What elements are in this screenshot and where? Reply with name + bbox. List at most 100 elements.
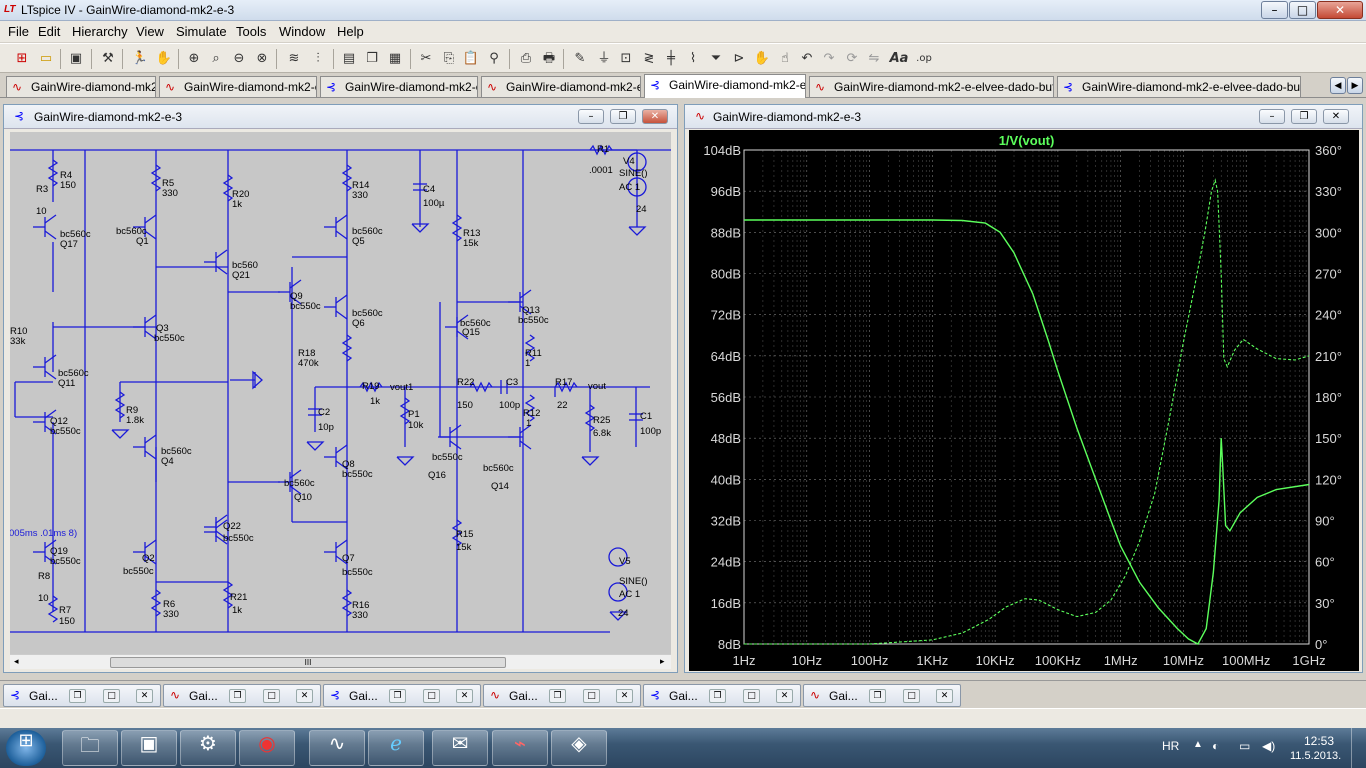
rotate-icon[interactable]: ⟳ (846, 51, 858, 66)
drag-hand-icon[interactable]: ☝ (781, 51, 789, 66)
open-folder-icon[interactable]: ▭ (39, 51, 53, 66)
minimized-window[interactable]: ∿Gai...❐□✕ (163, 684, 321, 707)
cascade-icon[interactable]: ❐ (366, 51, 378, 66)
save-icon[interactable]: ▣ (69, 51, 83, 66)
scroll-thumb[interactable]: III (110, 657, 506, 668)
clock-date[interactable]: 11.5.2013. (1290, 750, 1342, 762)
menu-tools[interactable]: Tools (236, 24, 267, 39)
halt-icon[interactable]: ✋ (155, 51, 173, 66)
volume-icon[interactable]: ◀) (1262, 739, 1276, 753)
tabs-scroll-left-button[interactable]: ◀ (1330, 77, 1346, 94)
mirror-icon[interactable]: ⇋ (868, 51, 880, 66)
inductor-icon[interactable]: ⌇ (689, 51, 697, 66)
red-swirl-icon[interactable]: ◉ (239, 730, 295, 766)
show-hidden-icons-icon[interactable]: ▲ (1193, 739, 1203, 750)
minimized-window[interactable]: ⊰Gai...❐□✕ (643, 684, 801, 707)
restore-icon[interactable]: ❐ (709, 689, 726, 703)
tab-schematic-gainwire-e-3[interactable]: ⊰GainWire-diamond-mk2-e-3 (644, 74, 806, 98)
capacitor-icon[interactable]: ╪ (667, 51, 675, 66)
undo-icon[interactable]: ↶ (801, 51, 813, 66)
plot-close-button[interactable]: ✕ (1323, 109, 1349, 124)
minimized-window[interactable]: ⊰Gai...❐□✕ (323, 684, 481, 707)
tab-plot-gainwire-e-3[interactable]: ∿GainWire-diamond-mk2-e-3 (481, 76, 641, 97)
zoom-out-icon[interactable]: ⊖ (233, 51, 245, 66)
maximize-icon[interactable]: □ (903, 689, 920, 703)
maximize-icon[interactable]: □ (743, 689, 760, 703)
print-preview-icon[interactable]: ⎙ (520, 51, 532, 66)
menu-view[interactable]: View (136, 24, 164, 39)
settings-tool-icon[interactable]: ⚙ (180, 730, 236, 766)
restore-icon[interactable]: ❐ (229, 689, 246, 703)
glass-window-icon[interactable]: ◈ (551, 730, 607, 766)
network-icon[interactable]: ◐ (1212, 739, 1220, 753)
maximize-icon[interactable]: □ (263, 689, 280, 703)
diode-icon[interactable]: ⏷ (710, 51, 722, 66)
tile-horizontal-icon[interactable]: ▤ (342, 51, 356, 66)
scroll-right-arrow-icon[interactable]: ▸ (660, 656, 665, 666)
ltspice-scope-icon[interactable]: ∿ (309, 730, 365, 766)
monitor-icon[interactable]: ▭ (1239, 739, 1251, 753)
zoom-fit-icon[interactable]: ⊗ (256, 51, 268, 66)
minimized-window[interactable]: ⊰Gai...❐□✕ (3, 684, 161, 707)
close-icon[interactable]: ✕ (296, 689, 313, 703)
print-icon[interactable]: 🖶 (542, 51, 556, 66)
restore-icon[interactable]: ❐ (389, 689, 406, 703)
tab-plot-elvee-dado-buffer-2[interactable]: ∿GainWire-diamond-mk2-e-elvee-dado-buffe… (809, 76, 1054, 97)
resistor-icon[interactable]: ≷ (643, 51, 655, 66)
tab-schematic-elvee-dado-buffer-2[interactable]: ⊰GainWire-diamond-mk2-e-elvee-dado-buffe… (1057, 76, 1301, 97)
menu-hierarchy[interactable]: Hierarchy (72, 24, 128, 39)
tabs-scroll-right-button[interactable]: ▶ (1347, 77, 1363, 94)
close-icon[interactable]: ✕ (776, 689, 793, 703)
mail-window-icon[interactable]: ✉ (432, 730, 488, 766)
find-icon[interactable]: ⚲ (489, 51, 499, 66)
language-indicator[interactable]: HR (1162, 739, 1180, 753)
label-net-icon[interactable]: ⊡ (620, 51, 632, 66)
internet-explorer-icon[interactable]: ℯ (368, 730, 424, 766)
plot-restore-button[interactable]: ❐ (1291, 109, 1317, 124)
scroll-left-arrow-icon[interactable]: ◂ (14, 656, 19, 666)
new-schematic-icon[interactable]: ⊞ (16, 51, 28, 66)
tile-icon[interactable]: ▦ (388, 51, 402, 66)
schematic-minimize-button[interactable]: – (578, 109, 604, 124)
minimized-window[interactable]: ∿Gai...❐□✕ (803, 684, 961, 707)
text-icon[interactable]: Aa (889, 51, 909, 66)
menu-simulate[interactable]: Simulate (176, 24, 227, 39)
cut-icon[interactable]: ✂ (420, 51, 432, 66)
tab-schematic-gainwire-e-2[interactable]: ⊰GainWire-diamond-mk2-e-2 (320, 76, 478, 97)
autorange-icon[interactable]: ≋ (288, 51, 300, 66)
show-desktop-button[interactable] (1351, 728, 1366, 768)
tab-plot-gainwire-e[interactable]: ∿GainWire-diamond-mk2-e (6, 76, 156, 97)
control-panel-icon[interactable]: ⚒ (102, 51, 114, 66)
menu-edit[interactable]: Edit (38, 24, 61, 39)
start-button[interactable]: ⊞ (6, 730, 46, 766)
window-minimize-button[interactable]: – (1261, 1, 1288, 19)
tab-plot-gainwire-e-2[interactable]: ∿GainWire-diamond-mk2-e-2 (159, 76, 317, 97)
copy-icon[interactable]: ⎘ (443, 51, 455, 66)
component-icon[interactable]: ⊳ (733, 51, 745, 66)
maximize-icon[interactable]: □ (423, 689, 440, 703)
close-icon[interactable]: ✕ (616, 689, 633, 703)
restore-icon[interactable]: ❐ (549, 689, 566, 703)
menu-help[interactable]: Help (337, 24, 364, 39)
paste-icon[interactable]: 📋 (462, 51, 480, 66)
maximize-icon[interactable]: □ (583, 689, 600, 703)
close-icon[interactable]: ✕ (936, 689, 953, 703)
zoom-in-icon[interactable]: ⊕ (188, 51, 200, 66)
restore-icon[interactable]: ❐ (869, 689, 886, 703)
minimized-window[interactable]: ∿Gai...❐□✕ (483, 684, 641, 707)
ground-icon[interactable]: ⏚ (597, 51, 611, 66)
zoom-pan-icon[interactable]: ⌕ (212, 51, 220, 66)
maximize-icon[interactable]: □ (103, 689, 120, 703)
window-maximize-button[interactable]: □ (1289, 1, 1316, 19)
program-box-icon[interactable]: ▣ (121, 730, 177, 766)
menu-window[interactable]: Window (279, 24, 326, 39)
schematic-close-button[interactable]: ✕ (642, 109, 668, 124)
ltspice-app-icon[interactable]: ⌁ (492, 730, 548, 766)
menu-file[interactable]: File (8, 24, 29, 39)
run-icon[interactable]: 🏃 (131, 51, 149, 66)
clock-time[interactable]: 12:53 (1304, 734, 1335, 748)
draw-wire-icon[interactable]: ✎ (574, 51, 586, 66)
schematic-horizontal-scrollbar[interactable]: ◂ III ▸ (10, 654, 671, 669)
